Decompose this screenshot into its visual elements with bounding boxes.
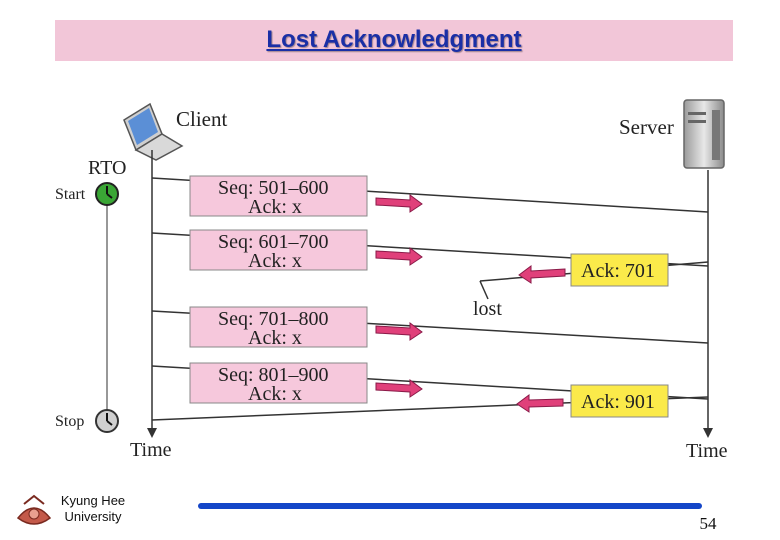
timer-stop-clock-icon: [95, 409, 119, 433]
university-line-2: University: [64, 509, 122, 524]
timer-start-label: Start: [55, 186, 86, 203]
rto-label: RTO: [88, 157, 126, 179]
university-line-1: Kyung Hee: [60, 493, 126, 508]
timer-stop-label: Stop: [55, 413, 84, 430]
segment-box-2: Seq: 601–700 Ack: x: [189, 229, 368, 272]
page-number: 54: [699, 514, 717, 533]
slide-title: Lost Acknowledgment: [266, 26, 522, 53]
timer-start-clock-icon: [95, 182, 119, 206]
server-icon: [683, 99, 725, 169]
ack-box-lost: Ack: 701: [570, 253, 669, 287]
segment-seq: Seq: 701–800: [218, 308, 329, 330]
right-arrow-icon: [375, 247, 423, 266]
segment-ack: Ack: x: [248, 250, 302, 272]
lost-label: lost: [473, 298, 502, 320]
footer-divider: [198, 503, 702, 509]
university-name: Kyung Hee University: [54, 493, 132, 525]
segment-seq: Seq: 801–900: [218, 364, 329, 386]
server-time-label: Time: [686, 440, 728, 462]
segment-ack: Ack: x: [248, 196, 302, 218]
ack-box-delivered: Ack: 901: [570, 384, 669, 418]
segment-box-3: Seq: 701–800 Ack: x: [189, 306, 368, 349]
ack-label: Ack: 901: [581, 391, 655, 413]
segment-seq: Seq: 601–700: [218, 231, 329, 253]
university-logo: [16, 494, 52, 525]
ack-label: Ack: 701: [581, 260, 655, 282]
segment-ack: Ack: x: [248, 327, 302, 349]
left-arrow-icon: [518, 265, 566, 284]
lost-ack-line-tail: [479, 280, 489, 300]
client-timeline-arrowhead: [147, 428, 157, 438]
right-arrow-icon: [375, 379, 423, 398]
right-arrow-icon: [375, 322, 423, 341]
client-time-label: Time: [130, 439, 172, 461]
right-arrow-icon: [375, 194, 423, 213]
server-timeline-arrowhead: [703, 428, 713, 438]
segment-ack: Ack: x: [248, 383, 302, 405]
segment-box-4: Seq: 801–900 Ack: x: [189, 362, 368, 405]
left-arrow-icon: [516, 394, 564, 413]
segment-box-1: Seq: 501–600 Ack: x: [189, 175, 368, 218]
client-label: Client: [176, 107, 227, 131]
laptop-icon: [123, 102, 184, 161]
segment-seq: Seq: 501–600: [218, 177, 329, 199]
title-banner: Lost Acknowledgment: [55, 20, 733, 61]
server-label: Server: [619, 115, 674, 139]
